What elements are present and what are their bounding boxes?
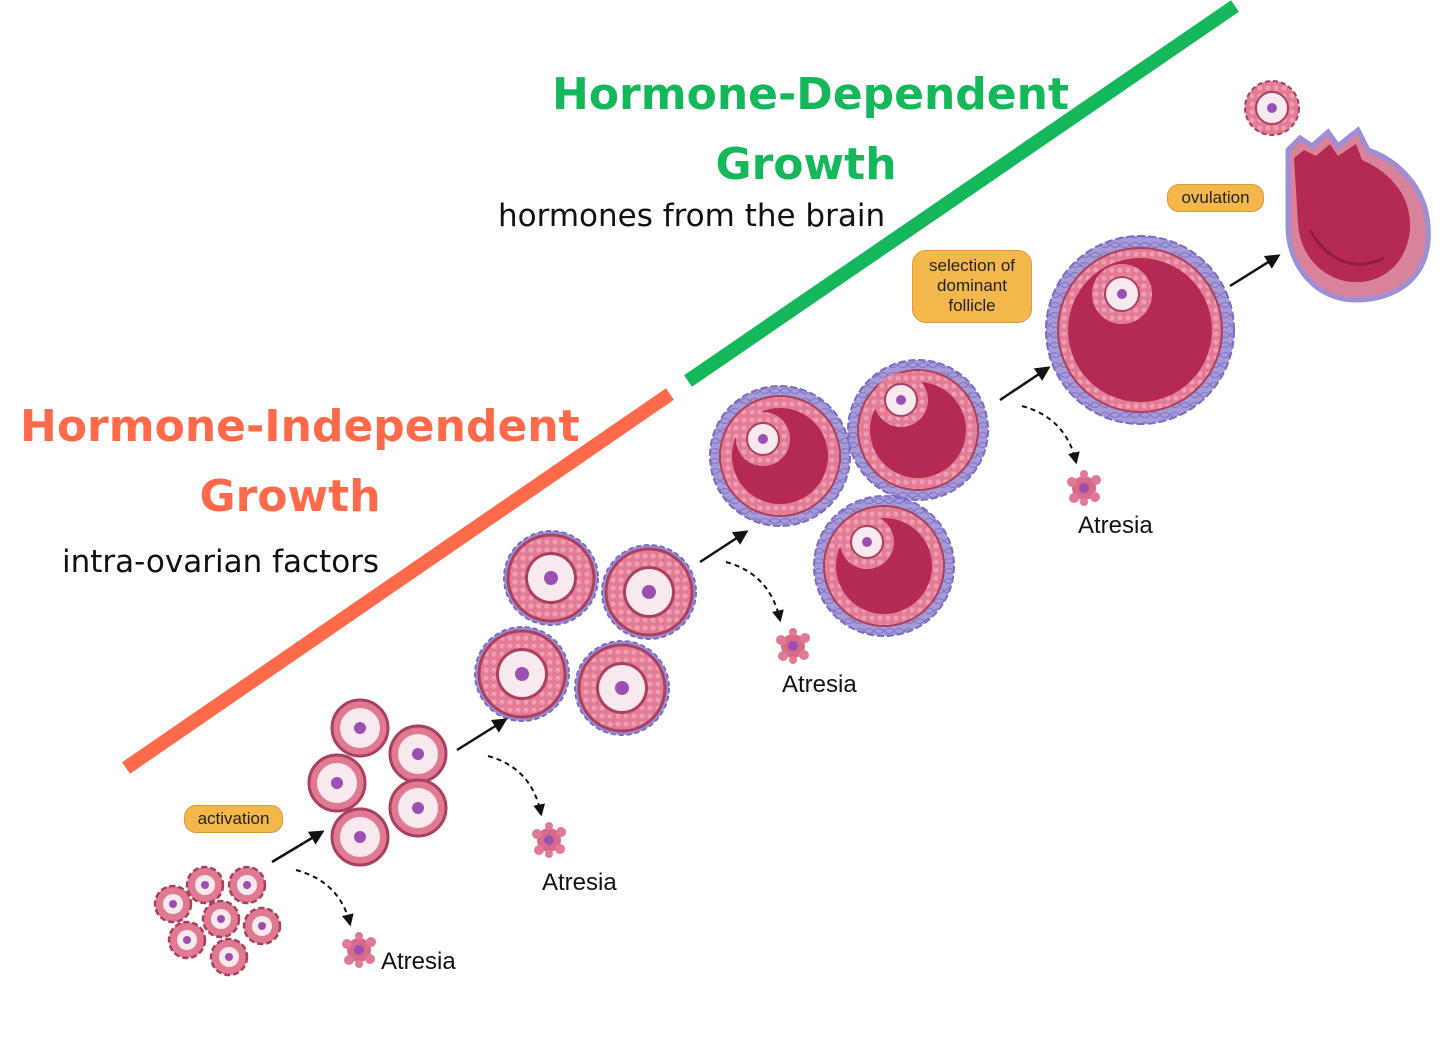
primordial-follicle <box>227 865 267 905</box>
atresia-cluster <box>1067 470 1101 506</box>
primordial-follicles <box>153 865 282 977</box>
progression-arrow <box>999 366 1051 402</box>
dependent-title-line1: Hormone-Dependent <box>552 69 1069 120</box>
primary-follicle <box>388 778 448 838</box>
dependent-growth-bar <box>684 0 1239 387</box>
progression-arrow <box>456 718 508 752</box>
selection-label-line2: dominant <box>937 276 1007 295</box>
secondary-follicle <box>503 530 599 626</box>
antral-follicle <box>813 495 955 637</box>
atresia-arrow <box>1021 405 1080 465</box>
atresia-cluster <box>776 628 810 664</box>
independent-title-line1: Hormone-Independent <box>20 401 580 452</box>
dependent-title-line2: Growth <box>715 139 897 190</box>
antral-follicle <box>709 385 851 527</box>
atresia-arrow <box>725 561 784 623</box>
primary-follicle <box>330 807 390 867</box>
secondary-follicle <box>574 640 670 736</box>
progression-arrow <box>271 830 325 864</box>
ruptured-follicle <box>1285 126 1431 303</box>
progression-arrow <box>699 530 749 564</box>
dominant-follicle <box>1045 235 1235 425</box>
selection-label: selection of dominant follicle <box>912 250 1032 323</box>
atresia-arrow <box>295 869 354 927</box>
independent-subtitle: intra-ovarian factors <box>62 544 380 580</box>
antral-follicle <box>847 359 989 501</box>
atresia-label: Atresia <box>782 671 857 698</box>
primordial-follicle <box>167 920 207 960</box>
primordial-follicle <box>201 899 241 939</box>
primary-follicles <box>307 698 448 867</box>
independent-growth-title: Hormone-Independent Growth <box>20 392 580 532</box>
primary-follicle <box>330 698 390 758</box>
primary-follicle <box>307 753 367 813</box>
primary-follicle <box>388 724 448 784</box>
selection-label-line1: selection of <box>929 256 1015 275</box>
primordial-follicle <box>242 906 282 946</box>
secondary-follicles <box>474 530 697 736</box>
dependent-growth-title: Hormone-Dependent Growth <box>552 60 1069 200</box>
activation-label: activation <box>184 805 283 833</box>
released-oocyte <box>1244 80 1300 136</box>
primordial-follicle <box>209 937 249 977</box>
progression-arrow <box>1229 254 1281 288</box>
atresia-label: Atresia <box>542 869 617 896</box>
atresia-arrow <box>487 755 546 817</box>
independent-growth-bar <box>122 388 674 774</box>
antral-follicles <box>709 359 989 637</box>
dependent-subtitle: hormones from the brain <box>498 198 886 234</box>
secondary-follicle <box>601 544 697 640</box>
primordial-follicle <box>153 884 193 924</box>
atresia-label: Atresia <box>1078 512 1153 539</box>
secondary-follicle <box>474 626 570 722</box>
selection-label-line3: follicle <box>948 296 996 315</box>
primordial-follicle <box>185 865 225 905</box>
ovulation-label: ovulation <box>1167 184 1264 212</box>
atresia-cluster <box>532 822 566 858</box>
independent-title-line2: Growth <box>199 471 381 522</box>
atresia-label: Atresia <box>381 948 456 975</box>
atresia-cluster <box>342 932 376 968</box>
